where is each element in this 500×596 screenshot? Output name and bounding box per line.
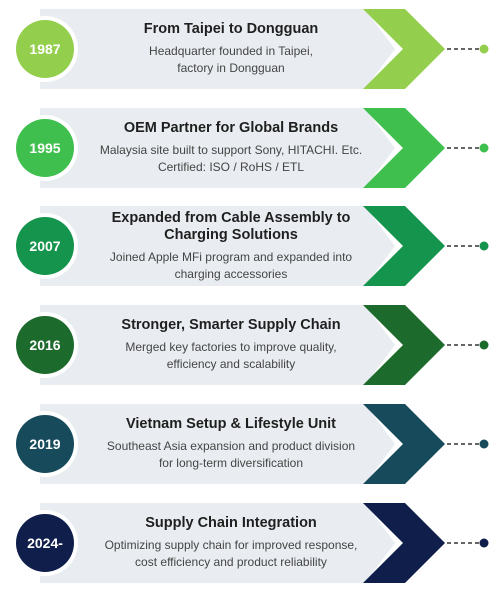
timeline-dot-icon — [479, 143, 489, 153]
timeline-dot-icon — [479, 44, 489, 54]
year-badge-circle — [16, 316, 74, 374]
milestone-graphic: 2007 — [12, 206, 489, 286]
chevron-arrow-icon — [363, 305, 445, 385]
milestone-description-line: Headquarter founded in Taipei, — [149, 44, 313, 58]
chevron-arrow-icon — [363, 404, 445, 484]
chevron-arrow-icon — [363, 206, 445, 286]
milestone-graphic: 1995 — [12, 108, 489, 188]
chevron-arrow-icon — [363, 108, 445, 188]
milestone-description-line: Southeast Asia expansion and product div… — [106, 439, 356, 453]
year-label: 1987 — [29, 41, 60, 57]
year-label: 1995 — [29, 140, 60, 156]
milestone-graphic: 2024- — [12, 503, 489, 583]
year-badge-circle — [16, 217, 74, 275]
milestone-description-line: factory in Dongguan — [177, 61, 285, 75]
year-label: 2019 — [29, 436, 60, 452]
year-label: 2007 — [29, 238, 60, 254]
milestone-title: Vietnam Setup & Lifestyle Unit — [125, 416, 337, 432]
milestone-description-line: Certified: ISO / RoHS / ETL — [157, 160, 305, 174]
milestone-title: Expanded from Cable Assembly to Charging… — [111, 209, 351, 243]
year-badge-circle — [16, 20, 74, 78]
milestone-card — [40, 9, 395, 89]
milestone-description-line: Malaysia site built to support Sony, HIT… — [99, 143, 363, 157]
milestone-card — [40, 206, 395, 286]
milestone-card — [40, 503, 395, 583]
year-badge-circle — [16, 415, 74, 473]
timeline-dot-icon — [479, 340, 489, 350]
milestone-graphic: 2016 — [12, 305, 489, 385]
timeline-dot-icon — [479, 439, 489, 449]
milestone-3: 2007 Expanded from Cable Assembly to Char… — [0, 204, 500, 288]
chevron-arrow-icon — [363, 9, 445, 89]
milestone-title: OEM Partner for Global Brands — [123, 120, 339, 136]
milestone-card — [40, 108, 395, 188]
milestone-graphic: 2019 — [12, 404, 489, 484]
year-label: 2016 — [29, 337, 60, 353]
year-label: 2024- — [27, 535, 63, 551]
milestone-text: Expanded from Cable Assembly to Charging… — [78, 204, 384, 288]
milestone-description-line: efficiency and scalability — [166, 357, 296, 371]
milestone-description-line: charging accessories — [174, 266, 288, 281]
milestone-description-line: cost efficiency and product reliability — [135, 555, 327, 569]
milestone-graphic: 1987 — [12, 9, 489, 89]
timeline-dot-icon — [479, 241, 489, 251]
timeline-dot-icon — [479, 538, 489, 548]
milestone-title: From Taipei to Dongguan — [143, 21, 319, 37]
milestone-title: Supply Chain Integration — [145, 515, 317, 531]
year-badge-circle — [16, 119, 74, 177]
chevron-arrow-icon — [363, 503, 445, 583]
milestone-title: Stronger, Smarter Supply Chain — [121, 317, 341, 333]
milestone-card — [40, 404, 395, 484]
milestone-description-line: Optimizing supply chain for improved res… — [104, 538, 358, 552]
milestone-description-line: Merged key factories to improve quality, — [125, 340, 337, 354]
year-badge-circle — [16, 514, 74, 572]
milestone-description-line: Joined Apple MFi program and expanded in… — [109, 249, 353, 264]
milestone-description-line: for long-term diversification — [158, 456, 304, 470]
milestone-card — [40, 305, 395, 385]
